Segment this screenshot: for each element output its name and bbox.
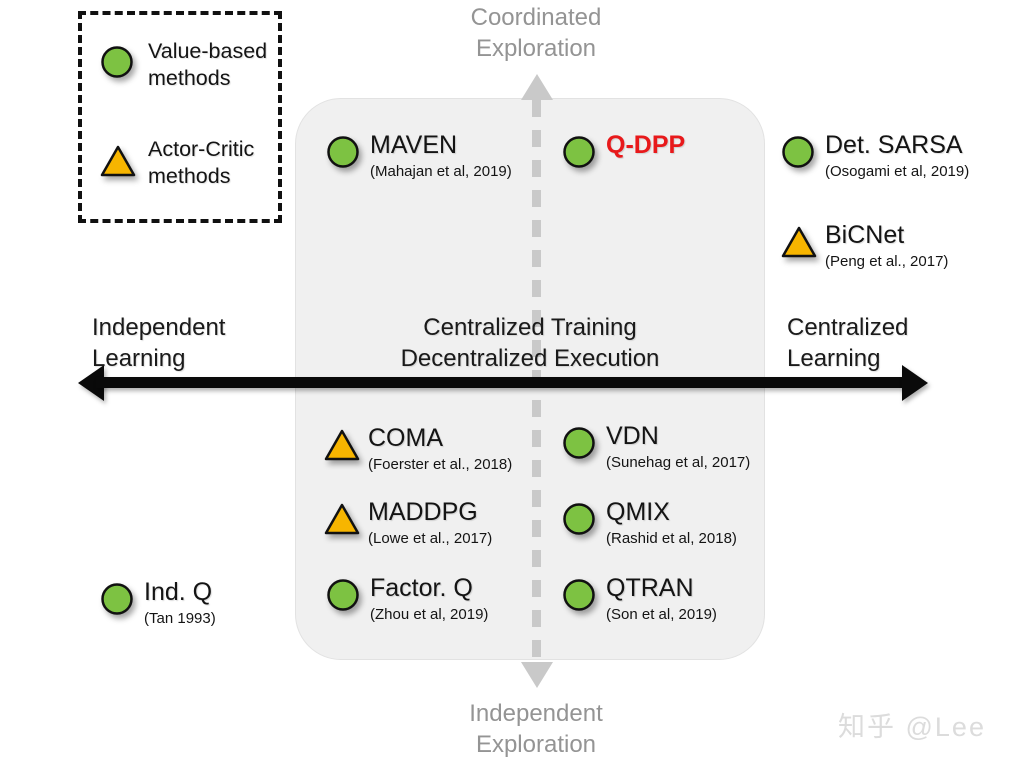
orange-triangle-icon — [324, 503, 360, 535]
method-name: QTRAN — [606, 574, 694, 602]
orange-triangle-icon — [781, 226, 817, 258]
method-name: VDN — [606, 422, 659, 450]
green-circle-icon — [326, 135, 360, 169]
method-citation: (Sunehag et al, 2017) — [606, 454, 751, 471]
centralized-learning-arrow-icon — [902, 365, 928, 401]
method-citation: (Tan 1993) — [144, 610, 216, 627]
watermark: 知乎 @Lee — [838, 712, 986, 742]
orange-triangle-icon — [100, 145, 136, 177]
method-name: Factor. Q — [370, 574, 473, 602]
method-name: Det. SARSA — [825, 131, 963, 159]
method-citation: (Son et al, 2019) — [606, 606, 717, 623]
green-circle-icon — [562, 578, 596, 612]
green-circle-icon — [100, 582, 134, 616]
method-citation: (Foerster et al., 2018) — [368, 456, 513, 473]
method-name: COMA — [368, 424, 443, 452]
method-citation: (Osogami et al, 2019) — [825, 163, 970, 180]
independent-exploration-arrow-icon — [521, 662, 553, 688]
green-circle-icon — [562, 502, 596, 536]
method-name: MADDPG — [368, 498, 478, 526]
method-citation: (Zhou et al, 2019) — [370, 606, 489, 623]
method-name: MAVEN — [370, 131, 458, 159]
method-citation: (Rashid et al, 2018) — [606, 530, 737, 547]
method-citation: (Peng et al., 2017) — [825, 253, 949, 270]
orange-triangle-icon — [324, 429, 360, 461]
coordinated-exploration-arrow-icon — [521, 74, 553, 100]
method-name: Q-DPP — [606, 131, 686, 159]
method-citation: (Lowe et al., 2017) — [368, 530, 493, 547]
green-circle-icon — [562, 426, 596, 460]
method-citation: (Mahajan et al, 2019) — [370, 163, 512, 180]
green-circle-icon — [326, 578, 360, 612]
green-circle-icon — [562, 135, 596, 169]
method-name: BiCNet — [825, 221, 905, 249]
method-name: QMIX — [606, 498, 670, 526]
green-circle-icon — [100, 45, 134, 79]
method-name: Ind. Q — [144, 578, 213, 606]
green-circle-icon — [781, 135, 815, 169]
horizontal-axis-line — [96, 377, 912, 388]
